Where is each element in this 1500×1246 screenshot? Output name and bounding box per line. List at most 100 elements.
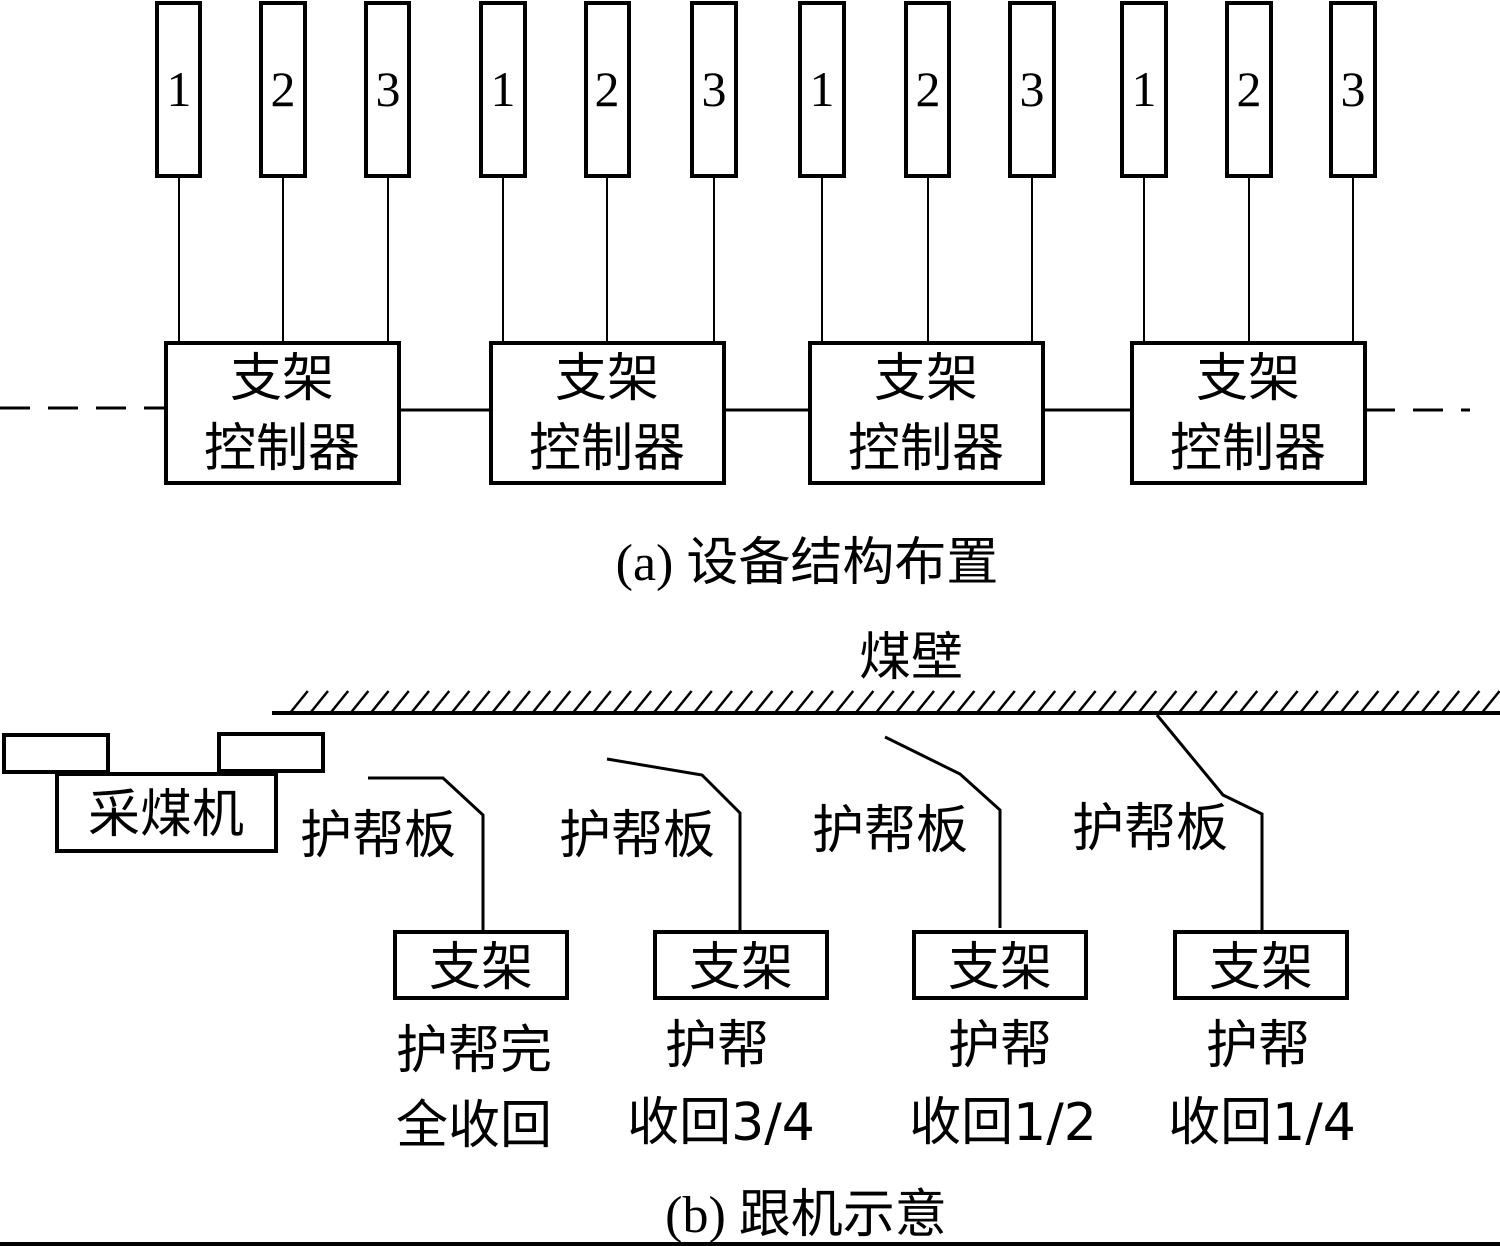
controller-box [808, 341, 1045, 485]
hatch-mark [411, 690, 430, 713]
hatch-mark [1380, 690, 1400, 713]
hatch-mark [390, 690, 410, 713]
face-guard-label: 护帮板 [559, 806, 715, 866]
status-line2: 收回1/2 [909, 1093, 1097, 1153]
controller-label-line1: 支架 [555, 349, 659, 409]
face-guard-label: 护帮板 [300, 806, 456, 866]
hatch-mark [1138, 690, 1158, 713]
sensor-3: 3 [1329, 1, 1377, 343]
hatch-mark [1360, 690, 1380, 713]
hatch-mark [976, 690, 996, 713]
hatch-mark [1198, 690, 1218, 713]
hatch-mark [714, 690, 733, 713]
sensor-3: 3 [1008, 1, 1056, 343]
shearer: 采煤机 [2, 732, 325, 853]
face-guard-plate [1155, 714, 1264, 932]
hatch-mark [592, 690, 612, 713]
support-unit: 护帮板 支架 护帮 收回1/2 [812, 735, 1097, 1153]
sensor-2: 2 [259, 1, 307, 343]
hatch-mark [1097, 690, 1117, 713]
hatch-mark [451, 690, 471, 713]
hatch-mark [310, 690, 329, 713]
controller-label-line2: 控制器 [204, 419, 360, 479]
hatch-mark [330, 690, 350, 713]
support-unit: 护帮板 支架 护帮完 全收回 [300, 776, 569, 1156]
hatch-mark [1481, 690, 1500, 713]
hatch-mark [431, 690, 451, 713]
hatch-mark [1400, 690, 1420, 713]
sensor-number: 3 [702, 61, 727, 117]
hatch-mark [532, 690, 552, 713]
sensor-number: 1 [810, 61, 835, 117]
hatch-mark [1158, 690, 1178, 713]
support-label: 支架 [948, 938, 1052, 998]
hatch-mark [1239, 690, 1259, 713]
support-label: 支架 [689, 938, 793, 998]
status-line2: 收回1/4 [1168, 1093, 1356, 1153]
face-guard-label: 护帮板 [812, 801, 968, 861]
sensor-number: 2 [916, 61, 941, 117]
sensor-number: 2 [595, 61, 620, 117]
controller-group: 1 2 3 支架 控制器 [155, 1, 411, 485]
controller-label-line1: 支架 [874, 349, 978, 409]
hatch-mark [1118, 690, 1137, 713]
hatch-mark [572, 690, 592, 713]
controller-label-line2: 控制器 [1170, 419, 1326, 479]
status-line1: 护帮 [1206, 1016, 1310, 1076]
sensor-1: 1 [155, 1, 202, 343]
hatch-mark [1219, 690, 1238, 713]
hatch-mark [754, 690, 774, 713]
hatch-mark [794, 690, 814, 713]
status-line1: 护帮 [948, 1016, 1052, 1076]
hatch-mark [1017, 690, 1036, 713]
face-guard-label: 护帮板 [1072, 799, 1228, 859]
hatch-mark [1320, 690, 1339, 713]
controller-label-line1: 支架 [1196, 349, 1300, 409]
controller-box [489, 341, 726, 485]
controller-group: 1 2 3 支架 控制器 [1120, 1, 1377, 485]
hatch-mark [1461, 690, 1481, 713]
controller-box [1130, 341, 1367, 485]
hatch-mark [673, 690, 693, 713]
hatch-mark [1057, 690, 1077, 713]
support-box [653, 930, 829, 1000]
hatch-mark [471, 690, 491, 713]
sensor-number: 3 [1341, 61, 1366, 117]
bus-line [0, 406, 1470, 412]
sensor-number: 2 [271, 61, 296, 117]
status-line1: 护帮完 [396, 1021, 552, 1081]
hatch-mark [1441, 690, 1461, 713]
sensor-1: 1 [798, 1, 846, 343]
support-box [393, 930, 569, 1000]
face-guard-plate [884, 735, 1002, 928]
hatch-mark [1037, 690, 1057, 713]
support-label: 支架 [1209, 938, 1313, 998]
hatch-mark [491, 690, 511, 713]
shearer-label: 采煤机 [88, 785, 244, 845]
controller-group: 1 2 3 支架 控制器 [479, 1, 738, 485]
status-line2: 收回3/4 [627, 1093, 815, 1153]
coal-wall-label: 煤壁 [859, 628, 963, 688]
hatch-mark [916, 690, 935, 713]
controller-label-line2: 控制器 [529, 419, 685, 479]
face-guard-plate [606, 757, 742, 932]
coal-wall-hatching [289, 690, 1500, 713]
hatch-mark [370, 690, 390, 713]
support-box [1173, 930, 1349, 1000]
support-unit: 护帮板 支架 护帮 收回1/4 [1072, 714, 1356, 1153]
support-box [912, 930, 1088, 1000]
hatch-mark [1421, 690, 1440, 713]
shearer-drum-left [2, 733, 110, 774]
hatch-mark [552, 690, 572, 713]
hatch-mark [936, 690, 956, 713]
controller-box [164, 341, 401, 485]
hatch-mark [1077, 690, 1097, 713]
sensor-number: 1 [1132, 61, 1157, 117]
hatch-mark [815, 690, 834, 713]
face-guard-plate [368, 776, 485, 932]
hatch-mark [1299, 690, 1319, 713]
hatch-mark [693, 690, 713, 713]
controller-group: 1 2 3 支架 控制器 [798, 1, 1056, 485]
controller-label-line1: 支架 [230, 349, 334, 409]
support-label: 支架 [429, 938, 533, 998]
